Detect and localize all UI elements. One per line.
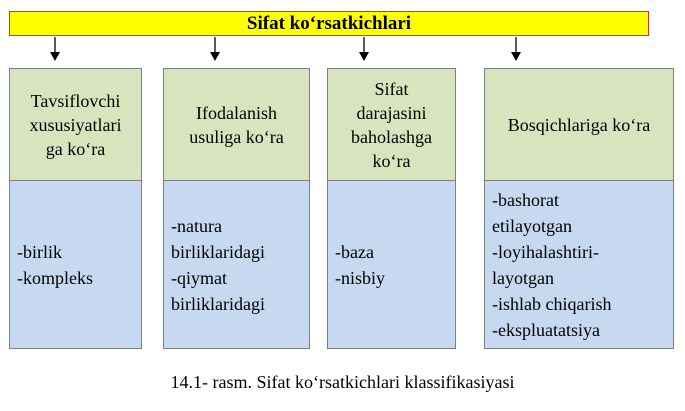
- heading-line: ko‘ra: [372, 150, 411, 171]
- heading-line: Ifodalanish: [196, 102, 277, 123]
- diagram-title: Sifat ko‘rsatkichlari: [9, 11, 649, 36]
- arrow-down-icon: [50, 37, 60, 61]
- arrow-down-icon: [359, 37, 369, 61]
- heading-line: Tavsiflovchi: [30, 90, 121, 111]
- list-item: -kompleks: [17, 267, 93, 288]
- category-heading-stages: Bosqichlariga ko‘ra: [484, 68, 674, 181]
- category-items-quality-level: -baza -nisbiy: [327, 181, 456, 349]
- list-item: -bashorat: [492, 189, 559, 210]
- arrow-down-icon: [511, 37, 521, 61]
- list-item: -ishlab chiqarish: [492, 293, 612, 314]
- heading-line: ga ko‘ra: [45, 138, 106, 159]
- list-item: -birlik: [17, 241, 62, 262]
- heading-line: Bosqichlariga ko‘ra: [507, 114, 651, 135]
- category-heading-quality-level: Sifat darajasini baholashga ko‘ra: [327, 68, 456, 181]
- list-item: -baza: [335, 241, 374, 262]
- category-items-characteristics: -birlik -kompleks: [9, 181, 142, 349]
- list-item: etilayotgan: [492, 215, 572, 236]
- category-heading-characteristics: Tavsiflovchi xususiyatlari ga ko‘ra: [9, 68, 142, 181]
- heading-line: baholashga: [351, 126, 432, 147]
- category-heading-expression-method: Ifodalanish usuliga ko‘ra: [163, 68, 310, 181]
- list-item: layotgan: [492, 267, 554, 288]
- category-items-stages: -bashorat etilayotgan -loyihalashtiri- l…: [484, 181, 674, 349]
- category-items-expression-method: -natura birliklaridagi -qiymat birliklar…: [163, 181, 310, 349]
- figure-caption: 14.1- rasm. Sifat ko‘rsatkichlari klassi…: [170, 372, 515, 392]
- list-item: birliklaridagi: [171, 241, 265, 262]
- list-item: -ekspluatatsiya: [492, 319, 600, 340]
- heading-line: usuliga ko‘ra: [189, 126, 284, 147]
- diagram-title-text: Sifat ko‘rsatkichlari: [246, 12, 412, 34]
- heading-line: Sifat: [374, 78, 409, 99]
- heading-line: xususiyatlari: [29, 114, 122, 135]
- list-item: -natura: [171, 215, 222, 236]
- list-item: -nisbiy: [335, 267, 386, 288]
- heading-line: darajasini: [356, 102, 427, 123]
- list-item: -qiymat: [171, 267, 227, 288]
- list-item: birliklaridagi: [171, 293, 265, 314]
- list-item: -loyihalashtiri-: [492, 241, 599, 262]
- arrow-down-icon: [210, 37, 220, 61]
